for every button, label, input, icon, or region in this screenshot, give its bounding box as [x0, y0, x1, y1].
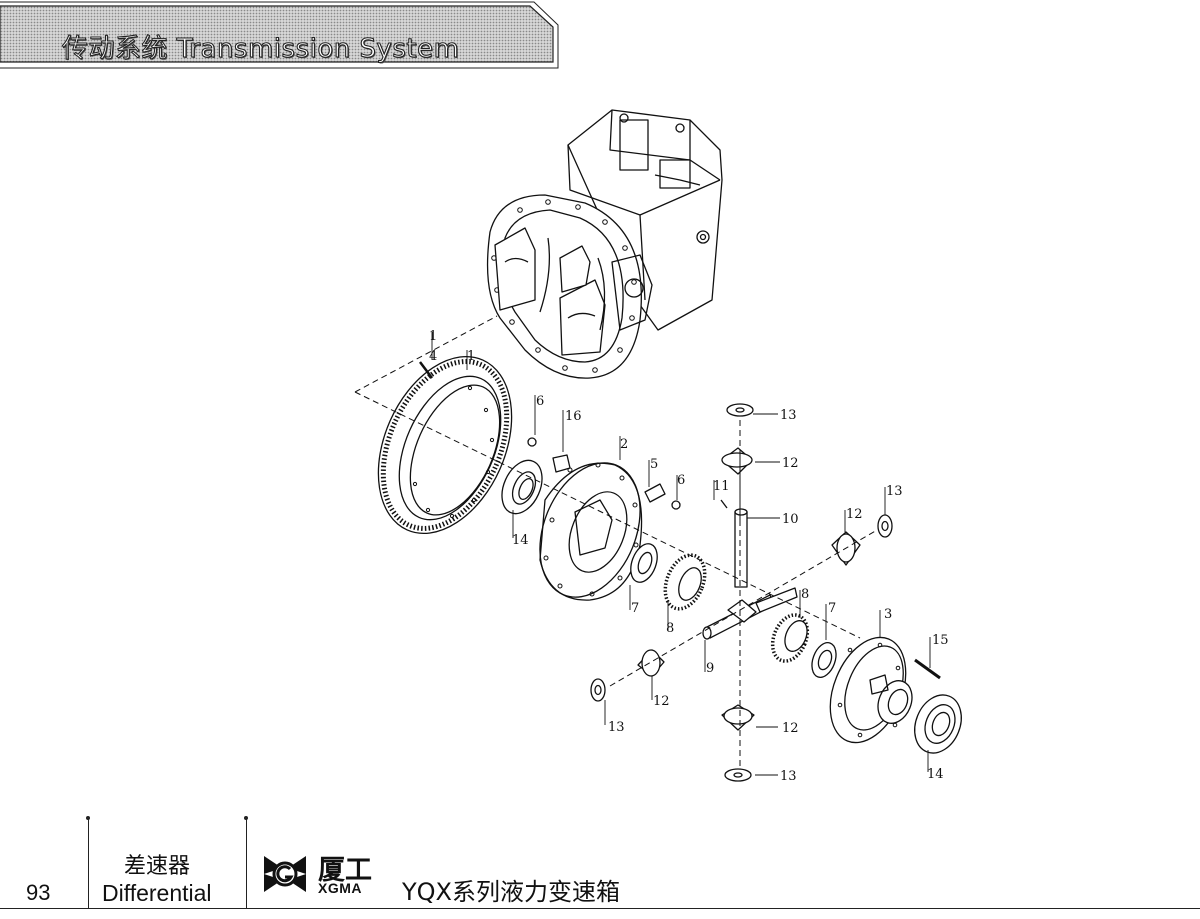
side-gear-right [770, 613, 810, 663]
spider-cross [702, 587, 798, 640]
callout-label: 12 [846, 507, 863, 522]
page-number: 93 [26, 880, 51, 905]
callout-label: 14 [927, 767, 944, 782]
differential-case-right [829, 636, 913, 744]
footer-divider-dot [86, 816, 90, 820]
callout-label: 7 [828, 601, 836, 616]
section-title-cn: 差速器 [124, 854, 191, 879]
brand-name-en: XGMA [318, 880, 362, 896]
cross-shaft [720, 499, 748, 588]
callout-label: 15 [932, 633, 949, 648]
callout-label: 5 [650, 457, 658, 472]
callout-label: 7 [631, 601, 639, 616]
callout-label: 11 [713, 479, 730, 494]
side-gear-left [663, 553, 707, 611]
callout-label: 8 [801, 587, 809, 602]
callout-label: 3 [884, 607, 892, 622]
callout-label: 8 [666, 621, 674, 636]
callout-label: 12 [782, 721, 799, 736]
transmission-housing [486, 109, 723, 379]
ring-gear [377, 355, 513, 535]
callout-label: 6 [677, 473, 685, 488]
callout-label: 13 [608, 720, 625, 735]
callout-label: 13 [886, 484, 903, 499]
callout-label: 6 [536, 394, 544, 409]
callout-label: 14 [512, 533, 529, 548]
brand-name-cn: 厦工 [318, 855, 372, 886]
callout-label: 12 [782, 456, 799, 471]
callout-label: 13 [780, 769, 797, 784]
planet-gears [637, 447, 861, 731]
callout-label: 9 [706, 661, 714, 676]
callout-label: 2 [620, 437, 628, 452]
product-series-title: YQX系列液力变速箱 [402, 878, 620, 906]
thrust-washers [590, 403, 893, 782]
section-title-en: Differential [102, 880, 212, 906]
bearing-left [501, 459, 543, 515]
callout-label: 1 [467, 349, 475, 364]
small-fasteners [419, 361, 681, 510]
callout-label: 12 [653, 694, 670, 709]
callout-label: 10 [782, 512, 799, 527]
bearing-right [914, 694, 962, 754]
footer-divider-dot [244, 816, 248, 820]
callout-label: 4 [429, 349, 437, 364]
callout-label: 1 [429, 329, 437, 344]
page-title: 传动系统 Transmission System [61, 33, 460, 64]
callout-labels: 1 2 3 4 5 6 6 7 7 8 8 9 10 11 12 12 12 1… [429, 329, 949, 784]
footer-divider [88, 818, 89, 908]
xgma-logo-icon [264, 856, 306, 892]
footer-divider [246, 818, 247, 908]
header-banner: 传动系统 Transmission System [0, 0, 559, 70]
callout-label: 13 [780, 408, 797, 423]
differential-case-left [539, 462, 643, 601]
differential-exploded-diagram: 1 2 3 4 5 6 6 7 7 8 8 9 10 11 12 12 12 1… [354, 109, 962, 784]
callout-label: 16 [565, 409, 582, 424]
footer-rule [0, 908, 1200, 909]
